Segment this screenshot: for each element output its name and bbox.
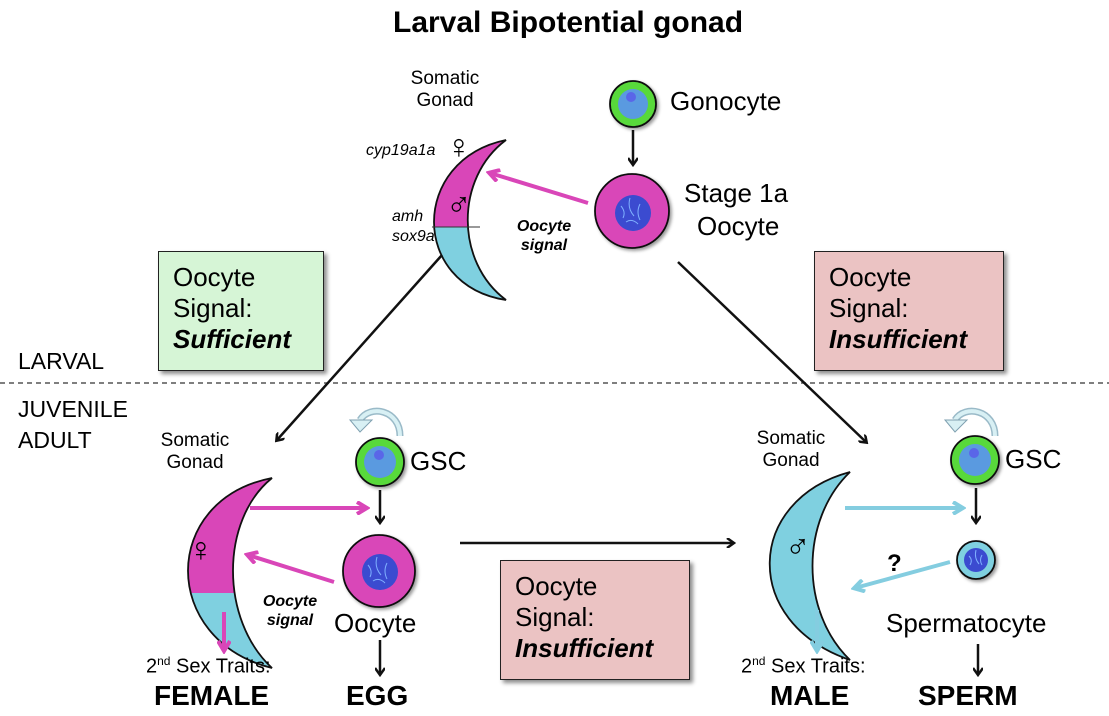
female-oocyte-signal-label: Oocyte signal: [252, 592, 328, 630]
box-status-insufficient: Insufficient: [515, 633, 654, 664]
female-self-renewal-arrow: [348, 407, 404, 437]
male-traits-label: 2nd Sex Traits:: [741, 655, 866, 677]
female-somatic-gonad-label: Somatic Gonad: [150, 430, 240, 474]
gene-list-male: amh sox9a: [392, 207, 435, 247]
sperm-label: SPERM: [918, 680, 1018, 711]
box-line2: Signal:: [173, 293, 253, 324]
insufficient-box-top: Oocyte Signal: Insufficient: [814, 251, 1004, 371]
traits-ordinal: nd: [157, 654, 171, 668]
male-somatic-gonad-label: Somatic Gonad: [746, 428, 836, 472]
male-gsc-cell: [950, 435, 1000, 485]
female-gsc-label: GSC: [410, 446, 467, 476]
male-branch-arrow: [677, 261, 866, 442]
traits-number: 2: [146, 655, 158, 678]
sufficient-box: Oocyte Signal: Sufficient: [158, 251, 324, 371]
traits-number: 2: [741, 655, 753, 678]
gonocyte-label: Gonocyte: [670, 86, 782, 116]
female-symbol-icon: ♀: [446, 128, 472, 166]
male-gsc-label: GSC: [1005, 444, 1062, 474]
female-oocyte-cell: [342, 534, 416, 608]
gene-sox9a: sox9a: [392, 228, 435, 245]
female-somatic-gonad: [187, 477, 273, 669]
box-status-sufficient: Sufficient: [173, 324, 291, 355]
spermatocyte-label: Spermatocyte: [886, 608, 1047, 638]
box-line2: Signal:: [515, 602, 595, 633]
gene-amh: amh: [392, 208, 424, 225]
female-oocyte-signal-arrow: [248, 555, 335, 584]
box-line1: Oocyte: [829, 262, 912, 292]
female-gsc-cell: [355, 437, 405, 487]
top-somatic-gonad-label: Somatic Gonad: [400, 68, 490, 112]
stage-label-juvenile: JUVENILE: [18, 396, 128, 422]
insufficient-box-bottom: Oocyte Signal: Insufficient: [500, 560, 690, 680]
female-gonad-symbol-icon: ♀: [188, 531, 214, 569]
oocyte-signal-word1: Oocyte: [262, 593, 318, 610]
male-self-renewal-arrow: [943, 407, 999, 437]
oocyte-signal-word2: signal: [266, 612, 314, 630]
top-oocyte-signal-label: Oocyte signal: [506, 217, 582, 255]
gonad-label: Gonad: [166, 451, 224, 473]
gonad-label: Gonad: [762, 449, 820, 471]
gene-cyp19a1a: cyp19a1a: [366, 142, 436, 159]
diagram-title: Larval Bipotential gonad: [393, 6, 744, 39]
somatic-label: Somatic: [756, 428, 826, 449]
somatic-label: Somatic: [160, 430, 230, 451]
traits-text: Sex Traits:: [765, 655, 866, 678]
gonocyte-cell: [609, 80, 657, 128]
unknown-signal-question: ?: [887, 550, 902, 577]
stage1a-oocyte-cell: [594, 173, 670, 249]
stage-label-larval: LARVAL: [18, 348, 105, 374]
stage1a-oocyte-label: Oocyte: [697, 211, 780, 241]
spermatocyte-signal-arrow: [855, 560, 951, 588]
box-line1: Oocyte: [173, 262, 256, 292]
female-phenotype-label: FEMALE: [154, 680, 270, 711]
stage-label-adult: ADULT: [18, 427, 92, 453]
oocyte-signal-word2: signal: [520, 237, 568, 255]
female-traits-label: 2nd Sex Traits:: [146, 655, 271, 677]
top-oocyte-signal-arrow: [490, 173, 589, 205]
gonad-label: Gonad: [416, 89, 474, 111]
box-status-insufficient: Insufficient: [829, 324, 968, 355]
oocyte-signal-word1: Oocyte: [516, 218, 572, 235]
male-somatic-gonad: [768, 471, 851, 661]
male-phenotype-label: MALE: [770, 680, 850, 711]
female-branch-arrow: [277, 254, 443, 440]
male-gonad-symbol-icon: ♂: [785, 528, 811, 566]
stage1a-label: Stage 1a: [684, 178, 789, 208]
box-line1: Oocyte: [515, 571, 598, 601]
box-line2: Signal:: [829, 293, 909, 324]
female-oocyte-label: Oocyte: [334, 608, 417, 638]
male-symbol-icon: ♂: [446, 186, 472, 224]
traits-text: Sex Traits:: [170, 655, 271, 678]
spermatocyte-cell: [956, 540, 996, 580]
somatic-label: Somatic: [410, 68, 480, 89]
egg-label: EGG: [346, 680, 409, 711]
traits-ordinal: nd: [752, 654, 766, 668]
